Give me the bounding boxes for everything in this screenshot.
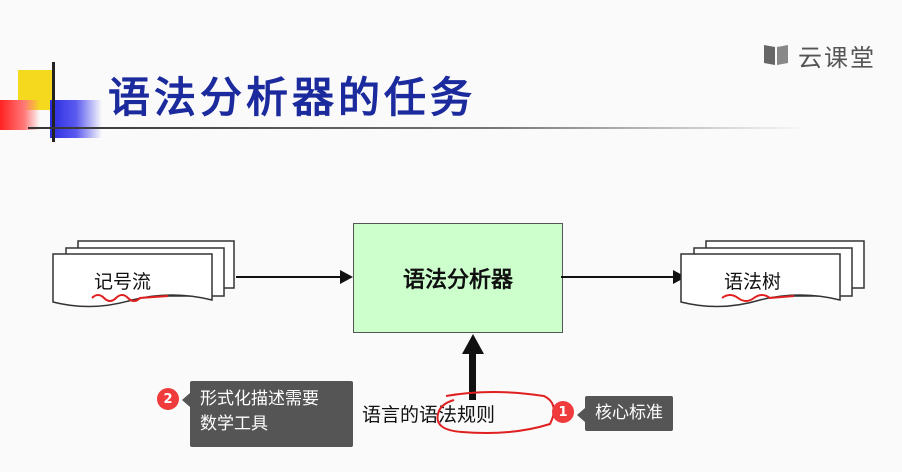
annotation-text-2-line1: 形式化描述需要 — [200, 389, 319, 409]
brand-logo: 云课堂 — [762, 38, 876, 73]
arrow-rule-to-analyzer — [469, 352, 476, 400]
output-label: 语法树 — [724, 271, 782, 293]
arrow-input-to-analyzer — [236, 276, 344, 278]
decor-vertical-line — [52, 62, 55, 142]
arrowhead-right-icon — [340, 270, 353, 284]
input-label: 记号流 — [94, 271, 152, 293]
handwriting-underline — [721, 294, 795, 302]
annotation-badge-1[interactable]: 1 — [552, 401, 574, 423]
decor-blue-block — [50, 100, 102, 138]
annotation-text-2-line2: 数学工具 — [200, 414, 268, 434]
arrow-analyzer-to-output — [561, 276, 677, 278]
slide-title: 语法分析器的任务 — [108, 73, 477, 122]
arrowhead-up-icon — [462, 334, 484, 354]
output-document-stack: 语法树 — [680, 238, 870, 318]
brand-name: 云课堂 — [798, 44, 876, 72]
handwriting-circle — [436, 391, 555, 434]
decor-red-block — [0, 100, 40, 130]
arrowhead-right-icon — [673, 270, 686, 284]
annotation-text-1: 核心标准 — [595, 403, 663, 423]
analyzer-box: 语法分析器 — [353, 223, 563, 333]
annotation-badge-2[interactable]: 2 — [157, 388, 179, 410]
book-icon — [762, 41, 790, 71]
title-underline — [28, 127, 808, 129]
annotation-tooltip-2[interactable]: 形式化描述需要 数学工具 — [182, 381, 353, 447]
input-document-stack: 记号流 — [52, 238, 242, 318]
rule-prefix: 语言的 — [362, 404, 420, 426]
handwriting-underline — [91, 294, 169, 302]
annotation-tooltip-1[interactable]: 核心标准 — [577, 396, 673, 431]
